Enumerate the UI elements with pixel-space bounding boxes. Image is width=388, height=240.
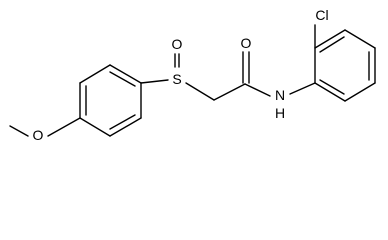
chemical-structure: O S O N H Cl O xyxy=(9,7,376,143)
bond-ar2-inner-1 xyxy=(319,36,345,53)
bond-ch2-c xyxy=(213,83,246,101)
structure-canvas: O S O N H Cl O xyxy=(9,7,376,143)
bond-ar1-2 xyxy=(79,64,111,84)
bond-ar1-inner-1 xyxy=(109,71,136,87)
atom-s: S xyxy=(172,71,181,87)
bond-c-n xyxy=(244,83,271,97)
bond-s-ar1 xyxy=(140,79,169,84)
atom-o-sulfinyl: O xyxy=(172,36,183,52)
bond-ome-ch3 xyxy=(9,125,29,137)
atom-h-amide: H xyxy=(275,105,285,121)
bond-s-ch2 xyxy=(185,82,215,101)
bond-ar2-5 xyxy=(344,82,376,102)
bond-ar1-inner-3 xyxy=(109,114,136,130)
bond-ar2-inner-3 xyxy=(319,79,345,95)
bond-ar1-ome xyxy=(47,117,81,137)
bond-ar2-6 xyxy=(314,82,346,102)
bond-n-ring xyxy=(289,82,316,95)
bonds xyxy=(9,24,376,137)
atom-cl: Cl xyxy=(315,7,328,23)
atom-labels: O S O N H Cl O xyxy=(33,7,329,143)
bond-ar1-1 xyxy=(109,64,142,84)
atom-n: N xyxy=(275,87,285,103)
bond-ar1-5 xyxy=(109,117,142,137)
bond-ar2-3 xyxy=(344,29,376,49)
atom-o-methoxy: O xyxy=(33,127,44,143)
atom-o-carbonyl: O xyxy=(241,35,252,51)
bond-ar2-2 xyxy=(314,29,346,49)
bond-ar1-4 xyxy=(79,117,111,137)
